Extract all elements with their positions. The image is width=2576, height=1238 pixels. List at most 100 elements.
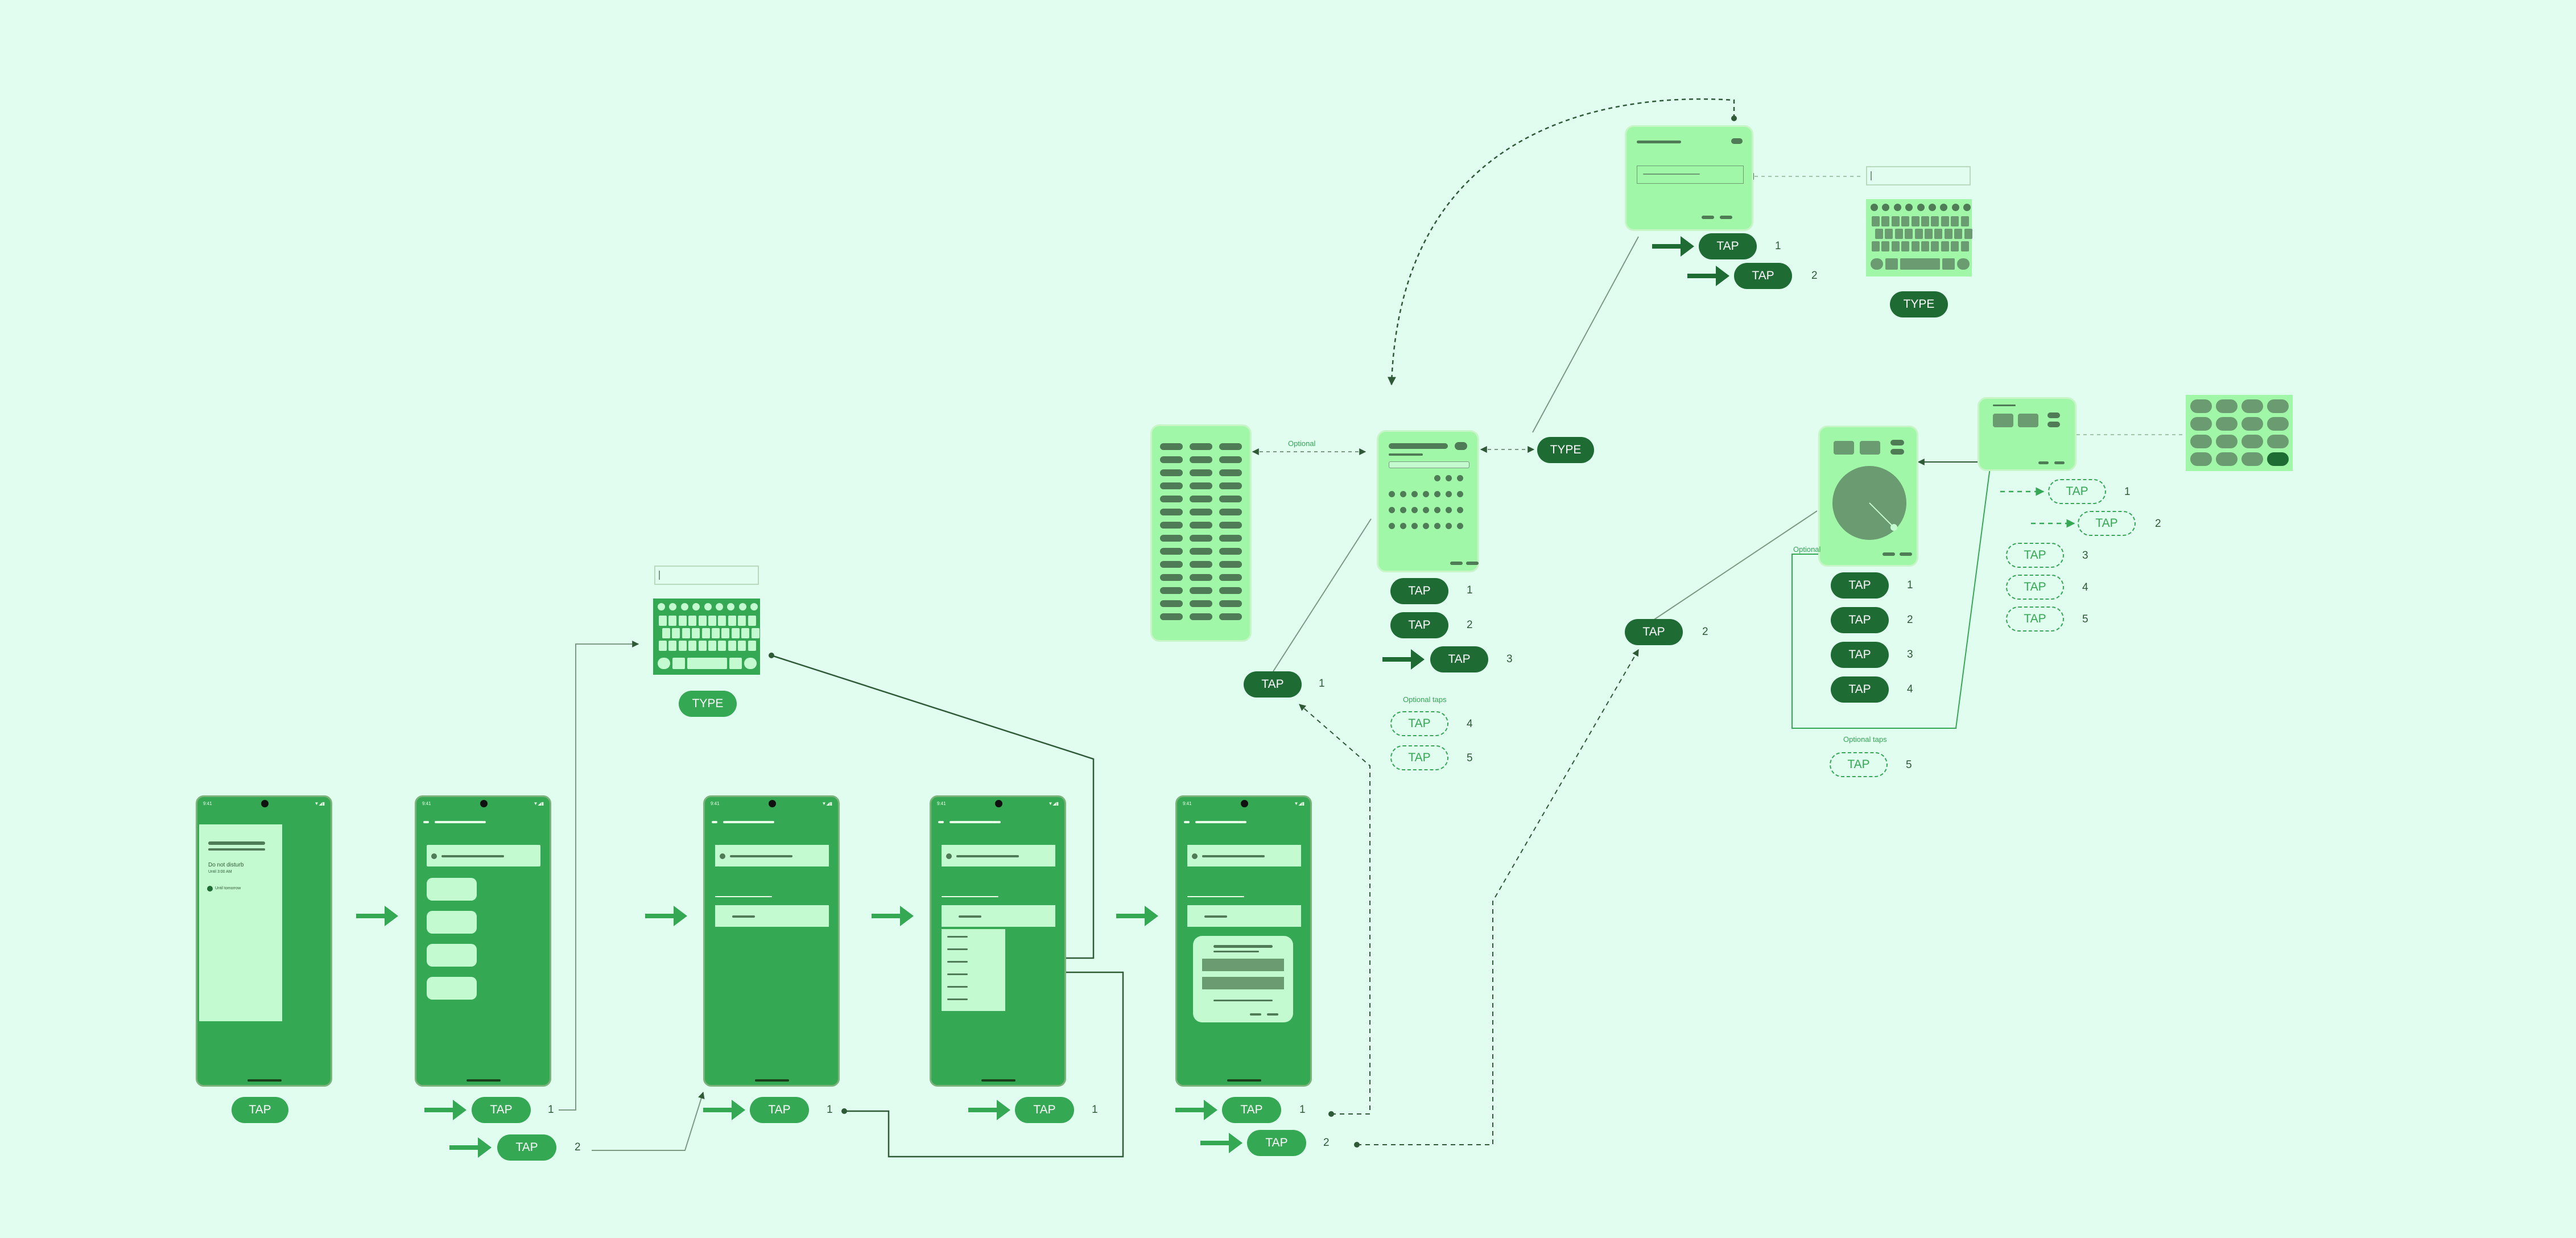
- number-key[interactable]: [2216, 417, 2238, 431]
- key[interactable]: [1894, 229, 1903, 239]
- key[interactable]: [1911, 216, 1919, 226]
- key[interactable]: [1885, 229, 1893, 239]
- key[interactable]: [728, 616, 736, 626]
- pm-toggle[interactable]: [2047, 422, 2060, 427]
- search-bar[interactable]: [715, 845, 829, 866]
- list-item[interactable]: [427, 944, 477, 967]
- list-option[interactable]: [1160, 509, 1183, 515]
- keyboard[interactable]: [653, 599, 760, 675]
- list-option[interactable]: [1160, 574, 1183, 581]
- menu-item[interactable]: [947, 936, 968, 938]
- search-bar[interactable]: [1187, 845, 1301, 866]
- number-key[interactable]: [2241, 417, 2263, 431]
- key[interactable]: [678, 616, 687, 626]
- icon-button[interactable]: [1731, 138, 1743, 144]
- key[interactable]: [698, 641, 707, 651]
- dial-dot[interactable]: [1457, 491, 1463, 497]
- list-option[interactable]: [1190, 574, 1212, 581]
- number-key[interactable]: [2190, 399, 2212, 413]
- dial-dot[interactable]: [1457, 507, 1463, 513]
- menu-item[interactable]: [947, 986, 968, 988]
- hour-field[interactable]: [1993, 414, 2013, 427]
- emoji-key[interactable]: [1882, 204, 1890, 211]
- key[interactable]: [712, 628, 720, 638]
- key[interactable]: [721, 628, 730, 638]
- cancel-button[interactable]: [1250, 1013, 1261, 1016]
- cancel-button[interactable]: [1450, 562, 1463, 565]
- cancel-button[interactable]: [1883, 552, 1895, 556]
- enter-key[interactable]: [1957, 258, 1970, 270]
- key[interactable]: [1954, 229, 1963, 239]
- back-icon[interactable]: [423, 821, 429, 823]
- selected-setting[interactable]: [942, 905, 1055, 927]
- key[interactable]: [1921, 216, 1929, 226]
- list-option[interactable]: [1190, 509, 1212, 515]
- key[interactable]: [1931, 241, 1939, 251]
- menu-item[interactable]: [947, 961, 968, 963]
- emoji-key[interactable]: [1929, 204, 1936, 211]
- list-option[interactable]: [1160, 535, 1183, 542]
- list-option[interactable]: [1219, 482, 1242, 489]
- dial-dot[interactable]: [1423, 507, 1429, 513]
- number-pad[interactable]: [2186, 395, 2293, 471]
- dial-dot[interactable]: [1400, 523, 1406, 529]
- back-icon[interactable]: [712, 821, 717, 823]
- number-key[interactable]: [2267, 435, 2289, 448]
- key[interactable]: [1914, 229, 1923, 239]
- emoji-key[interactable]: [716, 603, 723, 610]
- search-bar[interactable]: [942, 845, 1055, 866]
- list-option[interactable]: [1160, 613, 1183, 620]
- key[interactable]: [692, 628, 700, 638]
- dial-dot[interactable]: [1389, 491, 1395, 497]
- emoji-key[interactable]: [750, 603, 758, 610]
- menu-item[interactable]: [947, 973, 968, 975]
- list-option[interactable]: [1190, 456, 1212, 463]
- list-option[interactable]: [1160, 482, 1183, 489]
- list-option[interactable]: [1219, 561, 1242, 568]
- number-key[interactable]: [2267, 417, 2289, 431]
- ok-button[interactable]: [1720, 216, 1732, 219]
- number-key[interactable]: [2241, 452, 2263, 466]
- key[interactable]: [729, 658, 742, 669]
- key[interactable]: [1901, 216, 1910, 226]
- number-key[interactable]: [2190, 435, 2212, 448]
- emoji-key[interactable]: [1951, 204, 1959, 211]
- key[interactable]: [708, 641, 716, 651]
- list-option[interactable]: [1219, 587, 1242, 594]
- key[interactable]: [708, 616, 716, 626]
- key[interactable]: [748, 616, 756, 626]
- list-option[interactable]: [1219, 613, 1242, 620]
- emoji-key[interactable]: [727, 603, 735, 610]
- dial-dot[interactable]: [1411, 491, 1418, 497]
- key[interactable]: [688, 616, 697, 626]
- list-option[interactable]: [1190, 548, 1212, 555]
- dial-dot[interactable]: [1434, 475, 1440, 481]
- list-option[interactable]: [1160, 561, 1183, 568]
- ok-button[interactable]: [1267, 1013, 1278, 1016]
- ok-button[interactable]: [1900, 552, 1912, 556]
- key[interactable]: [748, 641, 756, 651]
- key[interactable]: [718, 616, 726, 626]
- menu-item[interactable]: [947, 998, 968, 1000]
- number-key[interactable]: [2241, 435, 2263, 448]
- emoji-key[interactable]: [1963, 204, 1971, 211]
- list-item[interactable]: [427, 911, 477, 934]
- dial-dot[interactable]: [1446, 475, 1452, 481]
- time-field[interactable]: [1202, 977, 1284, 989]
- list-option[interactable]: [1160, 456, 1183, 463]
- text-input[interactable]: [654, 566, 759, 585]
- emoji-key[interactable]: [738, 603, 746, 610]
- dial-dot[interactable]: [1411, 507, 1418, 513]
- number-key[interactable]: [2267, 399, 2289, 413]
- key[interactable]: [672, 628, 680, 638]
- list-option[interactable]: [1219, 574, 1242, 581]
- enter-key[interactable]: [744, 658, 757, 669]
- key[interactable]: [731, 628, 740, 638]
- key[interactable]: [668, 616, 677, 626]
- emoji-key[interactable]: [1917, 204, 1925, 211]
- key[interactable]: [1921, 241, 1929, 251]
- dial-dot[interactable]: [1423, 523, 1429, 529]
- list-item[interactable]: [427, 977, 477, 1000]
- key[interactable]: [1901, 241, 1910, 251]
- list-option[interactable]: [1190, 561, 1212, 568]
